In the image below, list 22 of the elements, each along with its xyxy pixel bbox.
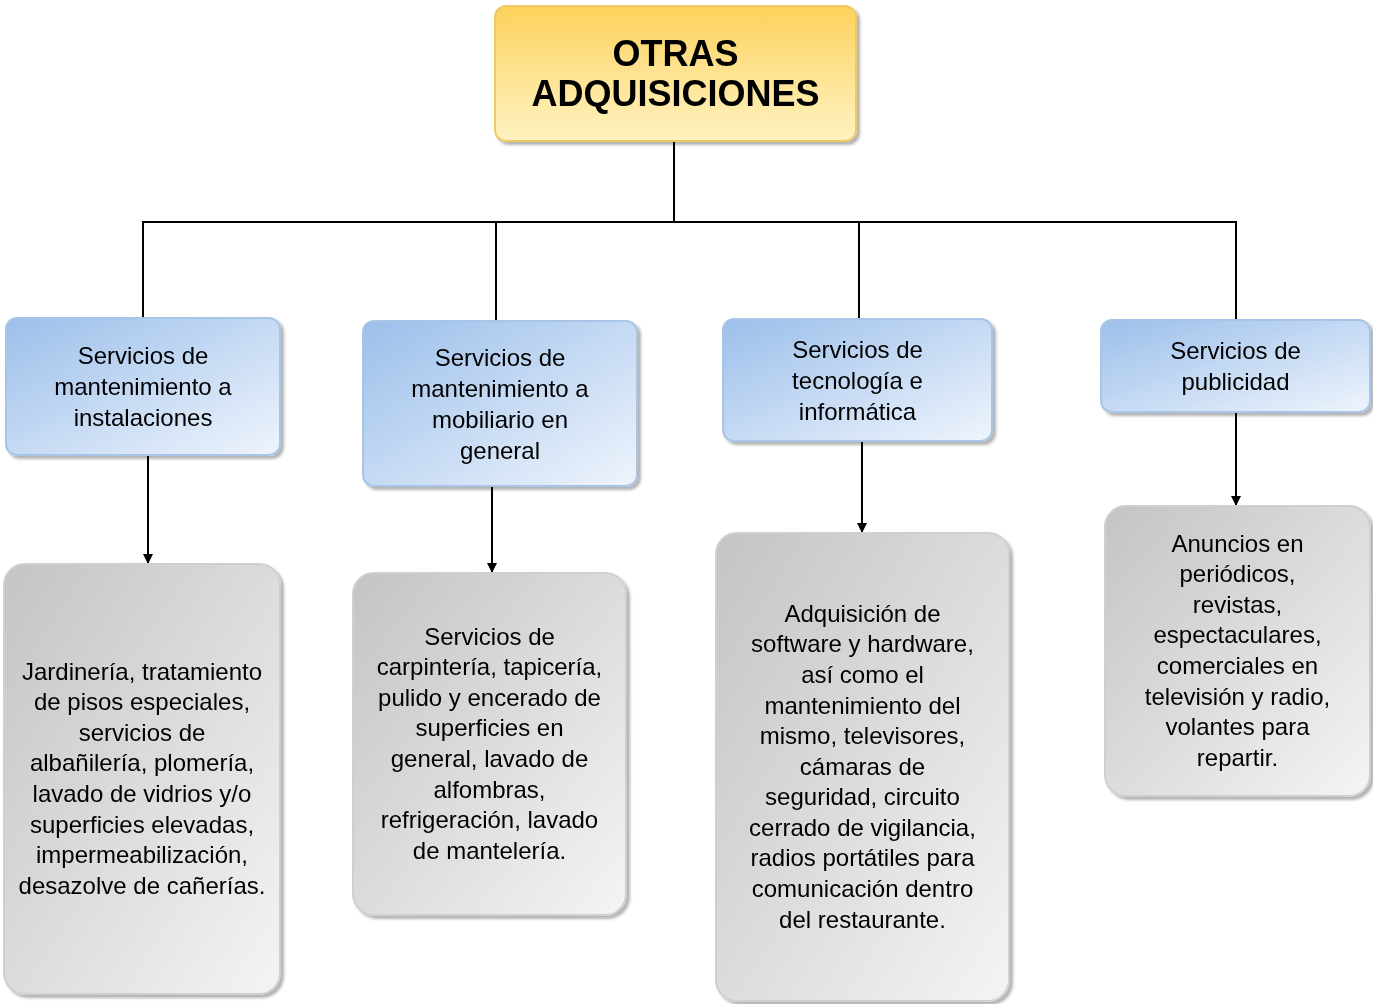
arrow <box>1231 412 1241 506</box>
detail-box <box>1104 505 1371 797</box>
box-text: Servicios de tecnología e informática <box>791 334 924 427</box>
box-text: Servicios de mantenimiento a instalaciones <box>53 341 233 433</box>
box-text: Anuncios en periódicos, revistas, espectaculares, comerciales en televisión y radio, volantes para repartir. <box>1143 528 1332 773</box>
box-text: Servicios de mantenimiento a mobiliario en general <box>410 342 590 466</box>
category-box <box>722 318 993 442</box>
detail-box <box>715 532 1010 1002</box>
arrow <box>143 455 153 564</box>
box-text: Adquisición de software y hardware, así como el mantenimiento del mismo, televisores, cámaras de seguridad, circuito cerrado de vigilancia, radios portátiles para comunicación dentro del restaurante. <box>748 598 977 935</box>
detail-box <box>352 572 627 916</box>
box-text: Jardinería, tratamiento de pisos especiales, servicios de albañilería, plomería, lavado de vidrios y/o superficies elevadas, impermeabilización, desazolve de cañerías. <box>17 656 267 901</box>
title-box <box>494 5 857 142</box>
arrow <box>857 441 867 533</box>
category-box <box>5 317 281 456</box>
category-box <box>1100 319 1371 413</box>
detail-box <box>3 563 281 995</box>
arrow <box>487 486 497 573</box>
box-text: Servicios de carpintería, tapicería, pulido y encerado de superficies en general, lavado de alfombras, refrigeración, lavado de mantelería. <box>375 621 604 866</box>
box-text: OTRAS ADQUISICIONES <box>530 33 821 114</box>
box-text: Servicios de publicidad <box>1169 336 1302 397</box>
category-box <box>362 320 638 487</box>
